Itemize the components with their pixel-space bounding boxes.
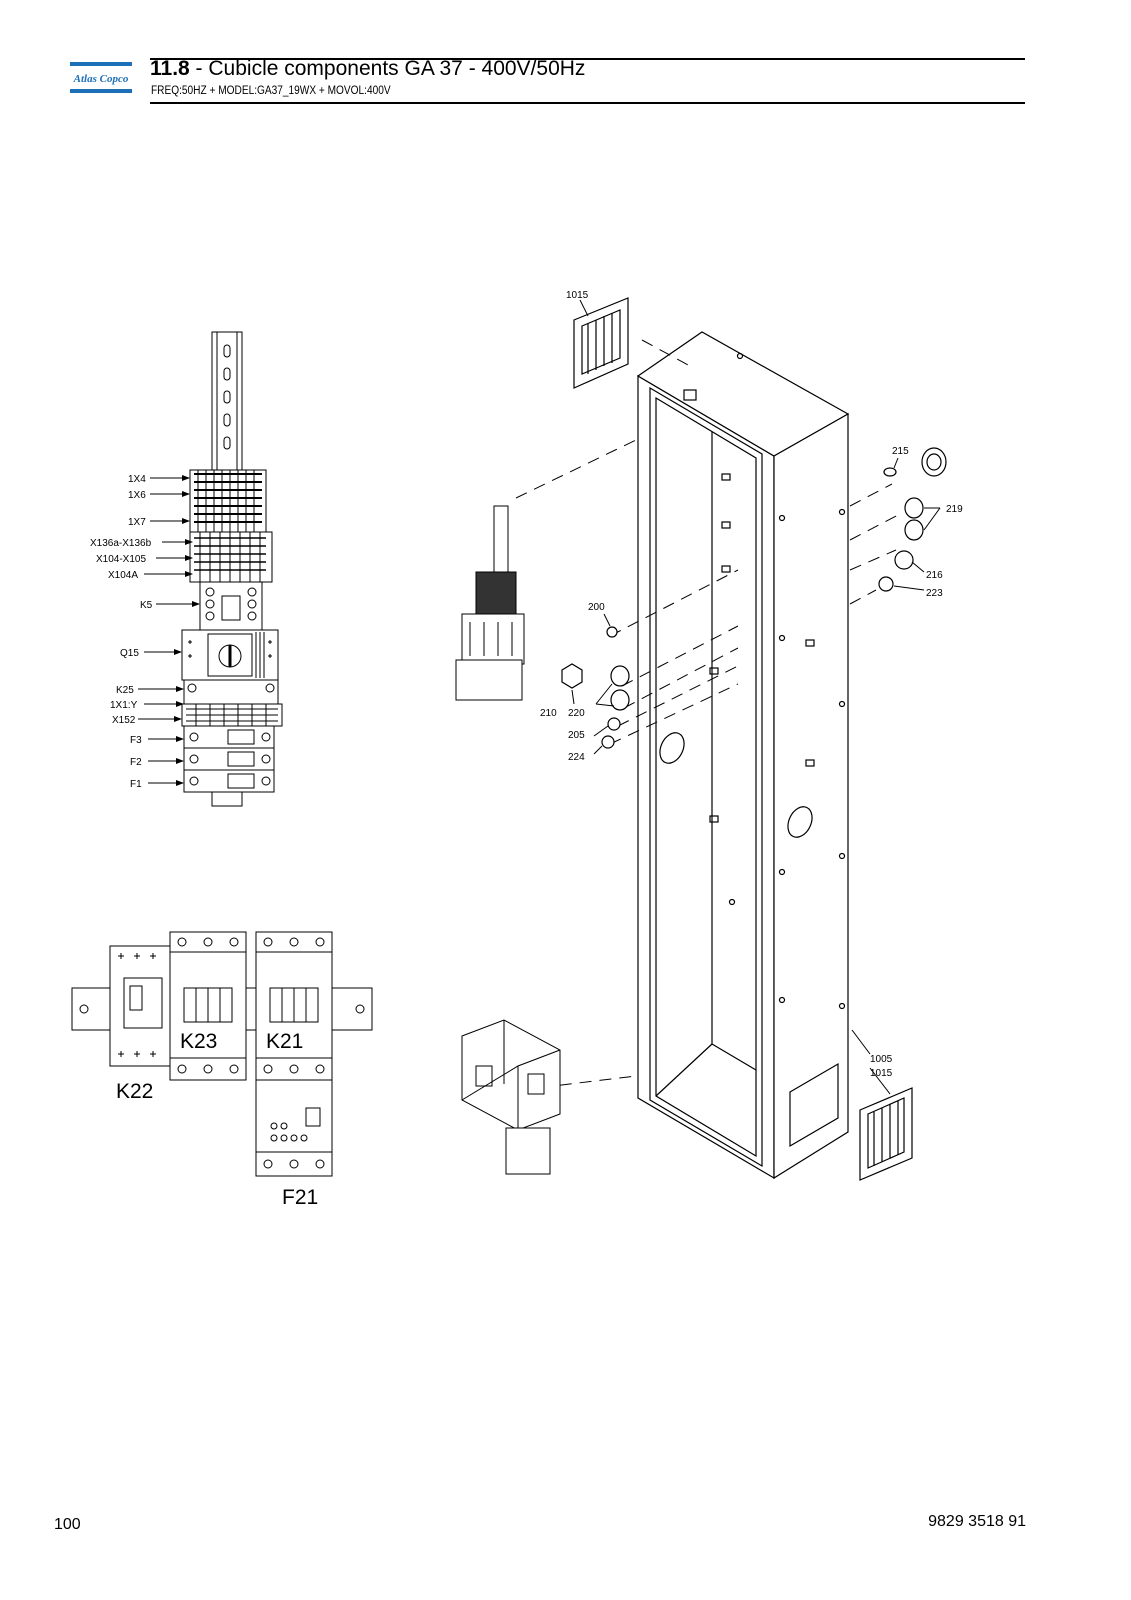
- label-f21: F21: [282, 1186, 318, 1209]
- exploded-contactor-module: [461, 1019, 561, 1175]
- callout-leaders: [571, 299, 941, 1095]
- vent-grille-bottom: [859, 1087, 913, 1181]
- cubicle-enclosure: [636, 331, 850, 1180]
- rail-label-f1: F1: [130, 779, 142, 790]
- rail-label-1x1y: 1X1:Y: [110, 700, 138, 711]
- label-k22: K22: [116, 1080, 153, 1103]
- rail-label-f2: F2: [130, 757, 142, 768]
- exploded-view-lines: [515, 339, 901, 1091]
- rail-label-k25: K25: [116, 685, 134, 696]
- contactor-assembly: [71, 931, 373, 1177]
- page-number: 100: [54, 1516, 81, 1533]
- svg-text:Atlas Copco: Atlas Copco: [73, 73, 129, 85]
- callout-1005: 1005: [870, 1054, 893, 1065]
- din-rail-assembly: [181, 331, 283, 807]
- rail-label-q15: Q15: [120, 648, 139, 659]
- callout-1015-bottom: 1015: [870, 1068, 893, 1079]
- rail-label-x104a: X104A: [108, 570, 138, 581]
- callout-215: 215: [892, 446, 909, 457]
- callout-1015-top: 1015: [566, 290, 589, 301]
- page-subtitle: FREQ:50HZ + MODEL:GA37_19WX + MOVOL:400V: [151, 85, 391, 97]
- rail-label-x136: X136a-X136b: [90, 538, 152, 549]
- callout-216: 216: [926, 570, 943, 581]
- label-k23: K23: [180, 1030, 217, 1053]
- header-top-rule: [150, 58, 1025, 60]
- document-number: 9829 3518 91: [928, 1513, 1026, 1530]
- title-text: - Cubicle components GA 37 - 400V/50Hz: [189, 57, 586, 80]
- contactor-labels: K22 K23 K21 F21: [116, 1030, 318, 1209]
- label-k21: K21: [266, 1030, 303, 1053]
- callout-210: 210: [540, 708, 557, 719]
- header-bottom-rule: [150, 102, 1025, 104]
- callout-205: 205: [568, 730, 585, 741]
- rail-label-1x7: 1X7: [128, 517, 146, 528]
- callout-numbers: 1015 215 219 216 223 200 210 220 205 224…: [540, 290, 963, 1079]
- rail-label-1x4: 1X4: [128, 474, 146, 485]
- callout-219: 219: [946, 504, 963, 515]
- atlas-copco-logo: Atlas Copco: [70, 62, 132, 93]
- rail-label-arrows: [138, 475, 200, 786]
- rail-label-x152: X152: [112, 715, 136, 726]
- exploded-rail-module: [455, 505, 525, 701]
- rail-label-k5: K5: [140, 600, 153, 611]
- callout-224: 224: [568, 752, 585, 763]
- rail-labels: 1X4 1X6 1X7 X136a-X136b X104-X105 X104A …: [90, 474, 153, 790]
- callout-220: 220: [568, 708, 585, 719]
- rail-label-1x6: 1X6: [128, 490, 146, 501]
- cable-glands-and-nuts: [561, 447, 947, 749]
- section-number: 11.8: [150, 57, 190, 80]
- callout-200: 200: [588, 602, 605, 613]
- callout-223: 223: [926, 588, 943, 599]
- rail-label-f3: F3: [130, 735, 142, 746]
- page-title: 11.8 - Cubicle components GA 37 - 400V/5…: [150, 57, 585, 81]
- vent-grille-top: [573, 297, 629, 389]
- rail-label-x104-x105: X104-X105: [96, 554, 146, 565]
